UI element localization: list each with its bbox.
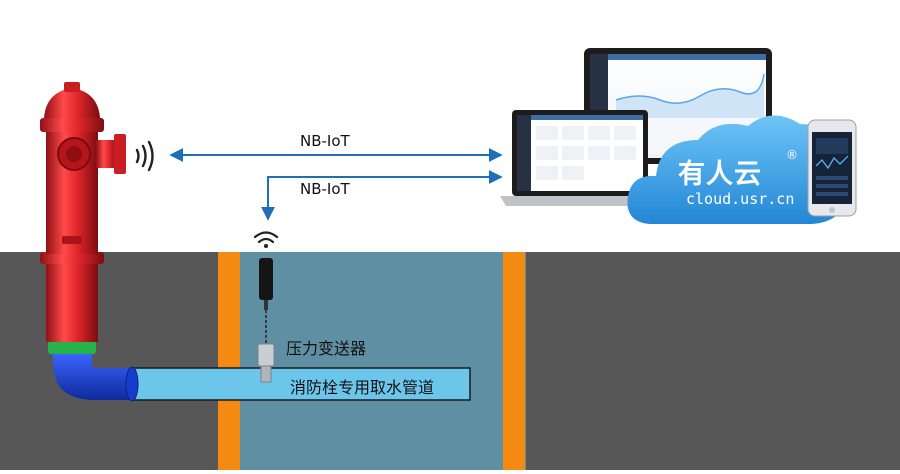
fire-hydrant [40,82,126,354]
pressure-transmitter [257,258,275,383]
nb-iot-label-bottom: NB-IoT [300,180,350,198]
wifi-icon [253,231,279,248]
pressure-transmitter-label: 压力变送器 [286,339,367,358]
registered-mark: ® [786,148,798,162]
pipe-elbow [52,352,139,402]
wireless-signal-icon [135,140,154,172]
intake-pipe [131,367,471,401]
pit-wall-left [218,252,240,470]
pit-wall-right [503,252,525,470]
phone-icon [807,119,857,217]
cloud-icon [627,115,851,224]
laptop-icon [500,110,660,206]
nb-iot-label-top: NB-IoT [300,132,350,150]
intake-pipe-label: 消防栓专用取水管道 [290,378,435,397]
cloud-brand-name: 有人云 [678,159,762,190]
nb-iot-link-bottom [261,170,503,221]
cloud-url[interactable]: cloud.usr.cn [686,190,795,208]
